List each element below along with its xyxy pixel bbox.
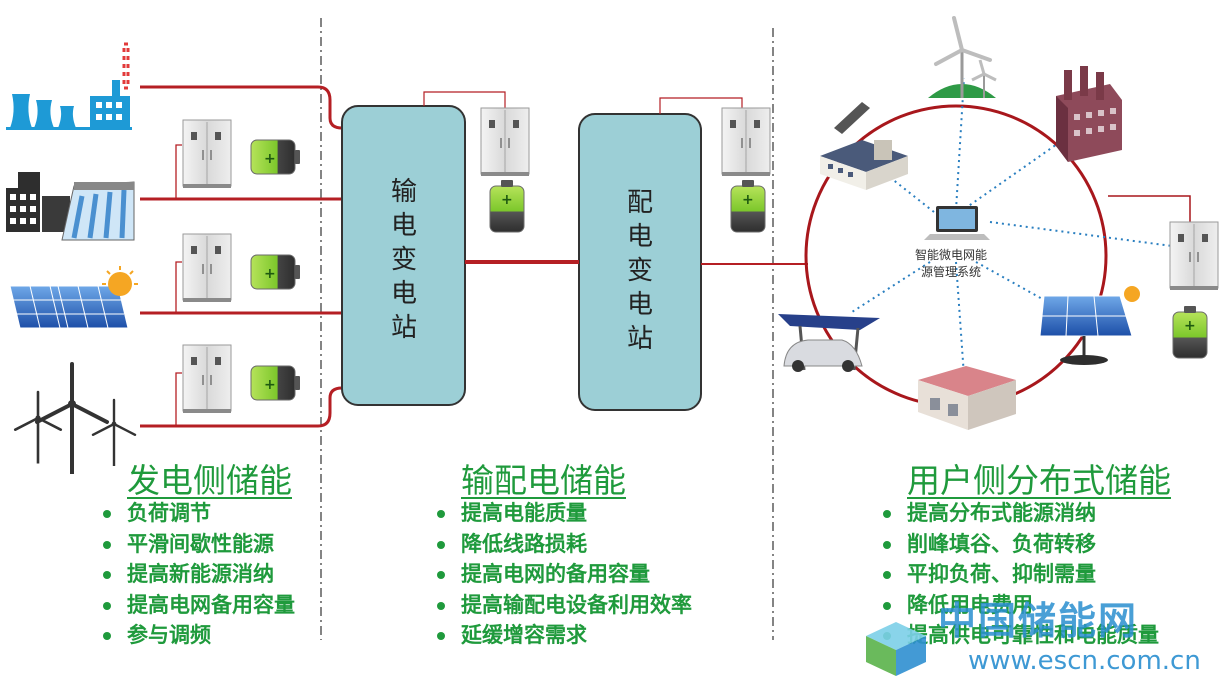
transmission-distribution-bullets: 提高电能质量 降低线路损耗 提高电网的备用容量 提高输配电设备利用效率 延缓增容… [435,498,692,651]
bullet-item: 提高新能源消纳 [101,559,295,590]
bullet-item: 削峰填谷、负荷转移 [881,529,1159,560]
wind-turbine-icon [928,16,997,98]
generation-feed-lines [140,85,343,428]
cabinet-icon [1169,221,1219,291]
ev-carport-icon [778,314,880,372]
user-side-title: 用户侧分布式储能 [907,461,1171,500]
pcs-cabinet-gen-2 [182,233,232,303]
transmission-distribution-title: 输配电储能 [461,461,626,500]
battery-icon-transmission [489,179,525,233]
user-side-bullets: 提高分布式能源消纳 削峰填谷、负荷转移 平抑负荷、抑制需量 降低用电费用 提高供… [881,498,1159,651]
solar-farm-icon [9,266,138,329]
battery-icon [1172,305,1208,359]
generation-branch-lines [175,144,183,427]
bullet-item: 提高分布式能源消纳 [881,498,1159,529]
distribution-station-label: 配电变电站 [626,188,653,354]
bullet-item: 提高电能质量 [435,498,692,529]
power-plant-icon [6,42,132,130]
bullet-item: 降低线路损耗 [435,529,692,560]
battery-icon-gen-2 [250,254,301,290]
bullet-item: 提高供电可靠性和电能质量 [881,620,1159,651]
bullet-item: 平滑间歇性能源 [101,529,295,560]
transmission-station-label: 输电变电站 [390,177,417,343]
watermark-site-name: 中国储能网 [938,599,1139,643]
transmission-station-box [341,105,466,406]
factory-icon [1056,66,1122,162]
pcs-cabinet-distribution [721,107,771,177]
pcs-cabinet-gen-3 [182,344,232,414]
solar-panel-icon [1039,286,1140,365]
microgrid-links [851,77,1173,377]
laptop-icon [924,206,990,240]
wind-turbine-icon [13,362,137,476]
pcs-cabinet-gen-1 [182,119,232,189]
bullet-item: 提高输配电设备利用效率 [435,590,692,621]
bullet-item: 提高电网的备用容量 [435,559,692,590]
pcs-cabinet-transmission [480,107,530,177]
generation-side-title: 发电侧储能 [127,461,292,500]
battery-icon-distribution [730,179,766,233]
battery-icon-gen-1 [250,139,301,175]
bullet-item: 提高电网备用容量 [101,590,295,621]
generation-side-bullets: 负荷调节 平滑间歇性能源 提高新能源消纳 提高电网备用容量 参与调频 [101,498,295,651]
bullet-item: 参与调频 [101,620,295,651]
battery-icon-gen-3 [250,365,301,401]
warehouse-icon [918,366,1016,430]
hydro-dam-icon [6,172,135,241]
bullet-item: 延缓增容需求 [435,620,692,651]
bullet-item: 降低用电费用 [881,590,1159,621]
watermark-url[interactable]: www.escn.com.cn [968,646,1201,676]
microgrid-ems-label: 智能微电网能源管理系统 [914,248,987,279]
bullet-item: 平抑负荷、抑制需量 [881,559,1159,590]
bullet-item: 负荷调节 [101,498,295,529]
escn-logo-icon [866,622,926,676]
coal-plant-icon [820,102,908,190]
